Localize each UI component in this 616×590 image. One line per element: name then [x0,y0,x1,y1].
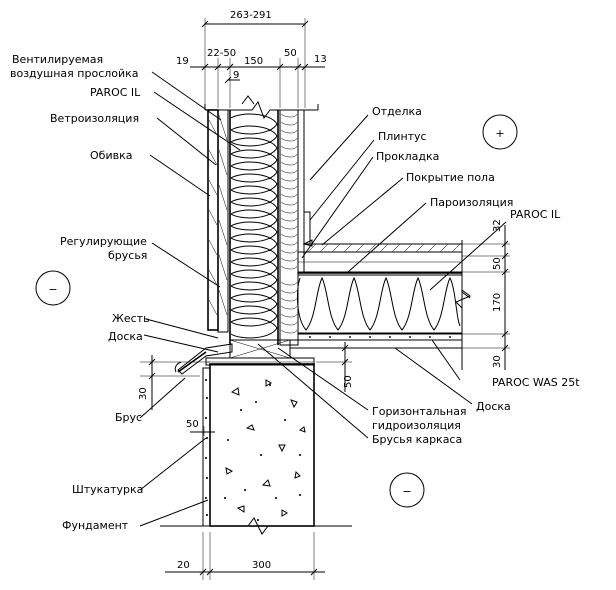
top-dimensions [190,18,325,108]
right-dimensions [462,225,510,370]
label-adjust-battens-1: Регулирующие [60,235,147,248]
left-leaders [139,71,241,527]
svg-text:+: + [495,127,504,140]
dim-13: 13 [314,54,327,65]
label-foundation: Фундамент [62,519,129,532]
label-beam: Брус [115,411,142,424]
label-horiz-waterproof-1: Горизонтальная [372,405,467,418]
baseboard [302,211,313,247]
label-vapor-barrier: Пароизоляция [430,196,513,209]
label-vent-gap-1: Вентилируемая [12,53,103,66]
foundation-block [160,363,352,535]
dim-30-right: 30 [492,355,503,368]
label-paroc-was: PAROC WAS 25t [492,376,580,389]
label-baseboard: Плинтус [378,130,427,143]
dim-9: 9 [233,70,239,81]
wall-section [204,100,319,346]
floor-section [229,240,471,370]
dim-50-right: 50 [492,257,503,270]
label-frame-beams: Брусья каркаса [372,433,462,446]
label-paroc-il-left: PAROC IL [90,86,141,99]
break-mark [241,95,255,105]
dim-total-wall: 263-291 [230,10,272,21]
label-finish: Отделка [372,105,422,118]
dim-30-left: 30 [138,387,149,400]
label-spacer: Прокладка [376,150,439,163]
label-adjust-battens-2: брусья [108,249,147,262]
dim-20: 20 [177,560,190,571]
dim-300: 300 [252,560,271,571]
minus-symbol-right: − [389,472,425,508]
dim-170: 170 [492,293,503,312]
dim-50-vert: 50 [343,375,354,388]
label-horiz-waterproof-2: гидроизоляция [372,419,461,432]
label-cladding: Обивка [90,149,132,162]
svg-text:−: − [48,283,57,296]
dim-150: 150 [244,56,263,67]
minus-symbol-left: − [35,270,71,306]
svg-text:−: − [402,485,411,498]
dim-50-mid: 50 [186,419,199,430]
label-board-right: Доска [476,400,511,413]
label-paroc-il-right: PAROC IL [510,208,561,221]
label-wind-barrier: Ветроизоляция [50,112,139,125]
label-floor-covering: Покрытие пола [406,171,495,184]
dim-50-top: 50 [284,48,297,59]
right-leaders [257,114,507,439]
dim-19: 19 [176,56,189,67]
label-vent-gap-2: воздушная прослойка [10,67,139,80]
left-dimensions [140,342,352,580]
dim-32: 32 [492,219,503,232]
dim-22-50: 22-50 [207,48,236,59]
label-flashing: Жесть [112,312,150,325]
label-board-left: Доска [108,330,143,343]
plus-symbol: + [482,114,518,150]
label-plaster: Штукатурка [72,483,143,496]
